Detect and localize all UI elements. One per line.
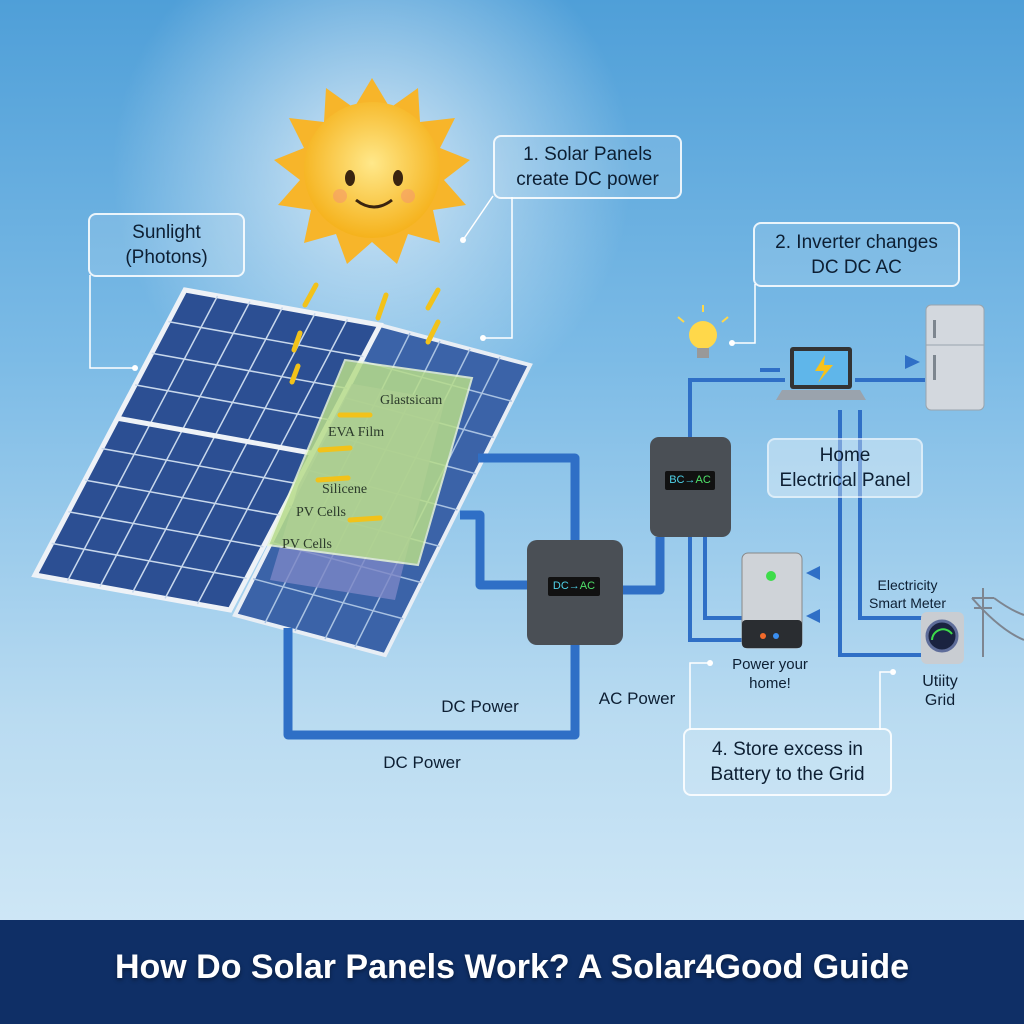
banner-title: How Do Solar Panels Work? A Solar4Good G… (114, 948, 910, 986)
wires (688, 368, 925, 657)
smart-meter-line-2: Smart Meter (868, 595, 946, 611)
smart-meter-line-1: Electricity (877, 577, 938, 593)
sun-icon (274, 78, 470, 264)
photon-arrows (289, 282, 441, 523)
power-home-line-2: home! (749, 675, 791, 692)
step2-line-2: DC DC AC (811, 256, 902, 278)
utility-grid-line-1: Utiity (922, 673, 958, 690)
power-home-line-1: Power your (732, 656, 808, 673)
layer-label-pv-cells-2: PV Cells (282, 537, 332, 552)
layer-label-eva-film: EVA Film (328, 425, 385, 440)
callout-lines (89, 195, 890, 730)
ac-power-label: AC Power (598, 689, 676, 708)
smart-meter-icon (921, 612, 964, 664)
step1-line-1: 1. Solar Panels (523, 144, 652, 165)
inverter-1-display: DC→AC (548, 577, 600, 596)
laptop-icon (776, 347, 866, 400)
home-panel-line-1: Home (819, 445, 871, 466)
step2-label: 2. Inverter changes DC DC AC (753, 222, 960, 287)
smart-meter-label: Electricity Smart Meter (860, 576, 955, 612)
battery-icon (741, 552, 803, 649)
step4-label: 4. Store excess in Battery to the Grid (683, 728, 892, 796)
step2-line-1: 2. Inverter changes (775, 231, 938, 253)
dc-power-label-1: DC Power (441, 697, 519, 716)
dc-power-label-2: DC Power (383, 753, 461, 772)
sunlight-line-2: (Photons) (125, 247, 208, 268)
layer-label-pv-cells-1: PV Cells (296, 505, 346, 520)
utility-pole-icon (971, 588, 1024, 657)
callout-dots (132, 237, 896, 675)
home-panel-line-2: Electrical Panel (779, 470, 911, 491)
light-bulb-icon (677, 305, 729, 358)
inverter-2-display: BC→AC (665, 471, 715, 490)
step4-line-1: 4. Store excess in (711, 739, 864, 760)
step1-line-2: create DC power (516, 169, 659, 190)
pipes (283, 453, 665, 740)
footer-banner (0, 920, 1024, 1024)
step1-label: 1. Solar Panels create DC power (493, 135, 682, 199)
home-electrical-panel-label: Home Electrical Panel (767, 438, 923, 498)
eva-layer (266, 358, 474, 567)
sunlight-label: Sunlight (Photons) (88, 213, 245, 277)
layer-label-silicon: Silicene (322, 482, 368, 497)
utility-grid-line-2: Grid (924, 692, 956, 709)
utility-grid-label: Utiity Grid (910, 672, 970, 710)
layer-label-glass: Glastsicam (380, 393, 443, 408)
power-home-label: Power your home! (720, 655, 820, 693)
refrigerator-icon (925, 304, 985, 411)
sunlight-line-1: Sunlight (132, 222, 201, 243)
step4-line-2: Battery to the Grid (710, 764, 865, 785)
